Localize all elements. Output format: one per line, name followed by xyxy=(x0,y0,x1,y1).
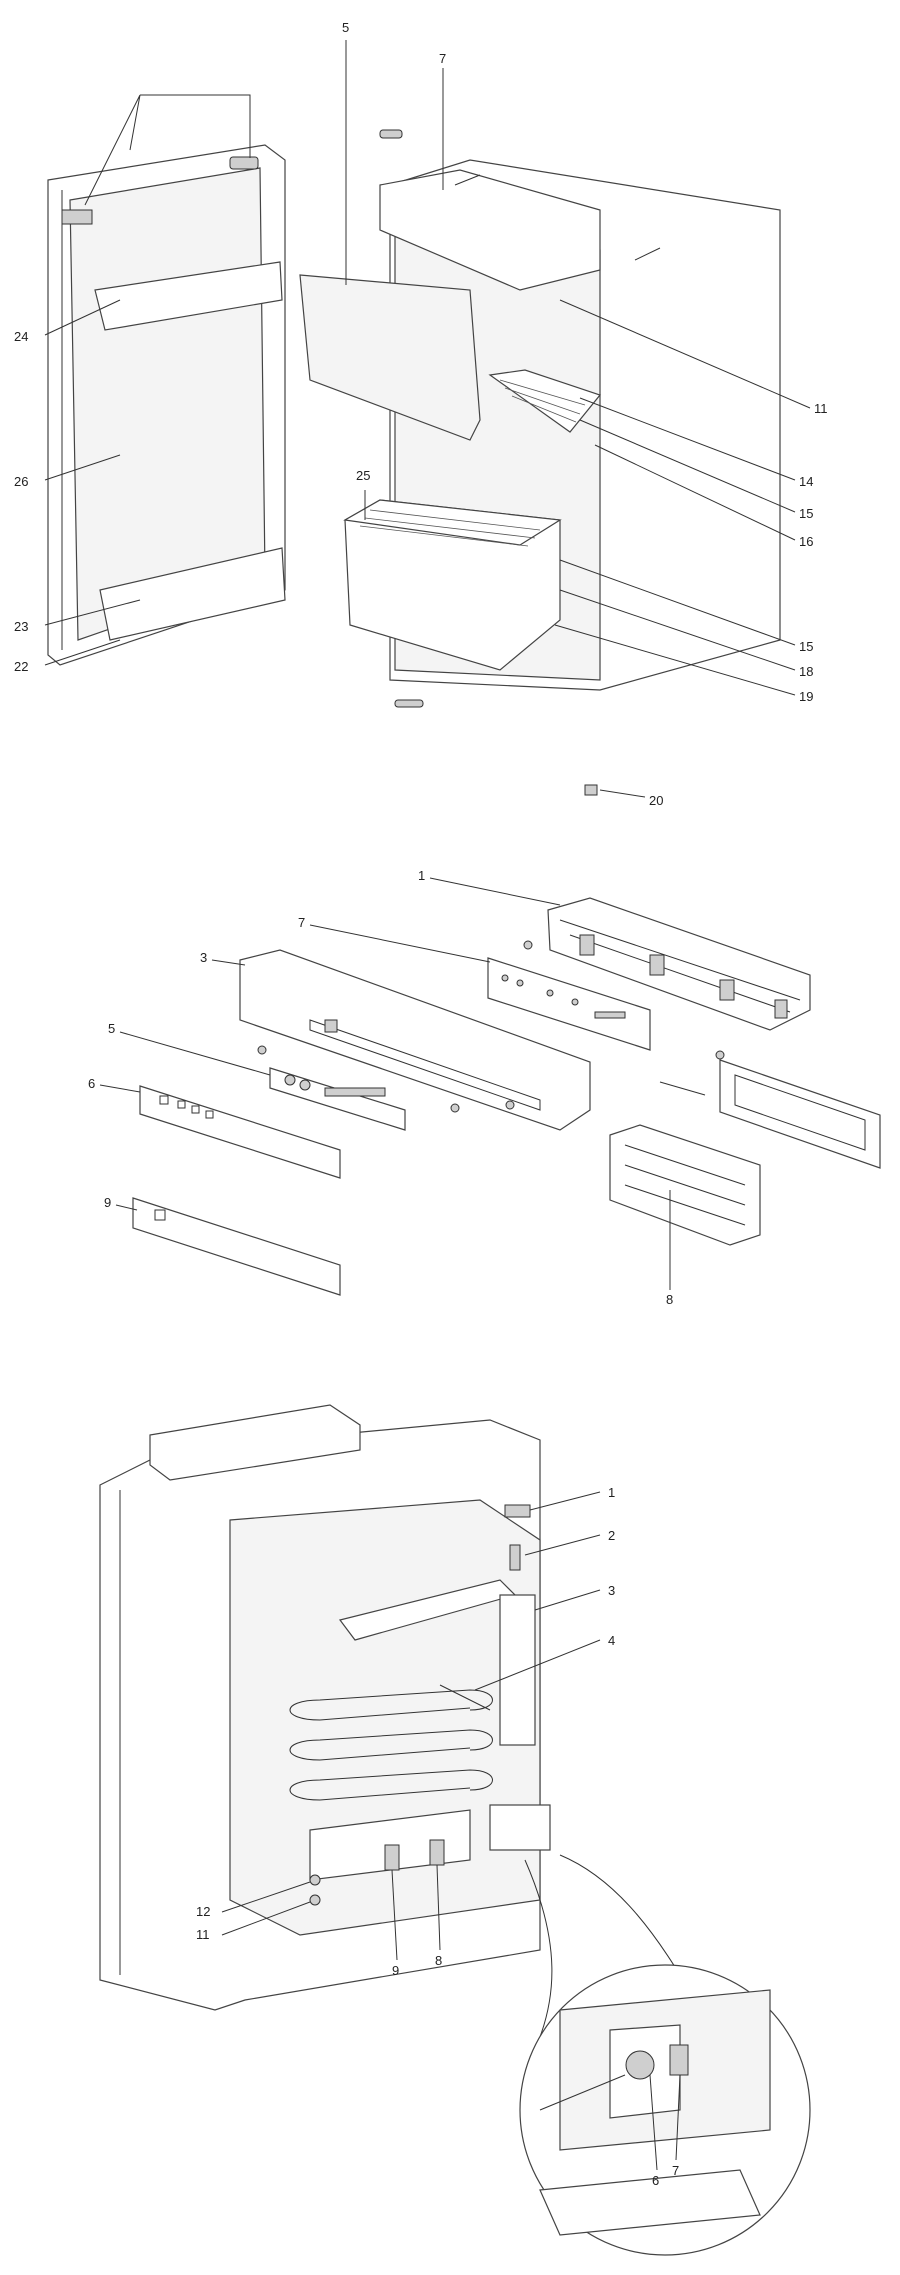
display-bracket xyxy=(719,1059,881,1169)
valve xyxy=(309,1874,321,1886)
switch-panel xyxy=(269,1067,406,1131)
rear-top-frame xyxy=(149,1404,361,1481)
freezer-door xyxy=(299,274,481,441)
callout-label: 24 xyxy=(14,329,28,344)
part-20-screw xyxy=(584,784,598,796)
hinge-pin-top xyxy=(379,129,403,139)
part-2-sensor xyxy=(509,1544,521,1571)
callout-label: 7 xyxy=(439,51,446,66)
hinge-pin-bottom xyxy=(394,699,424,708)
callout-label: 6 xyxy=(652,2173,659,2188)
callout-label: 11 xyxy=(196,1927,210,1942)
wire-shelf-upper xyxy=(488,369,602,433)
part-9-fitting xyxy=(384,1844,400,1871)
callout-label: 4 xyxy=(608,1633,615,1648)
callout-label: 22 xyxy=(14,659,28,674)
callout-label: 20 xyxy=(649,793,663,808)
decal-9 xyxy=(132,1197,341,1296)
detail-magnifier xyxy=(519,1854,811,2256)
callout-label: 3 xyxy=(200,950,207,965)
callout-label: 2 xyxy=(608,1528,615,1543)
callout-label: 9 xyxy=(104,1195,111,1210)
valve xyxy=(309,1894,321,1906)
decal-6 xyxy=(139,1085,341,1179)
freezer-compartment xyxy=(379,169,601,291)
callout-label: 12 xyxy=(196,1904,210,1919)
callout-label: 8 xyxy=(435,1953,442,1968)
part-1-clip xyxy=(504,1504,531,1518)
callout-label: 6 xyxy=(88,1076,95,1091)
diagram-2-control-panel-exploded: 1 7 3 5 6 9 8 xyxy=(88,868,881,1307)
callout-label: 7 xyxy=(672,2163,679,2178)
screw xyxy=(257,1045,267,1055)
callout-label: 26 xyxy=(14,474,28,489)
diagram-1-fridge-exploded: 5 7 24 26 25 23 22 11 14 15 16 15 18 19 … xyxy=(14,20,828,808)
screw xyxy=(450,1103,460,1113)
callout-label: 19 xyxy=(799,689,813,704)
diagram-3-rear-cooling-unit: 1 2 3 4 12 11 9 8 6 7 xyxy=(99,1404,811,2256)
callout-label: 23 xyxy=(14,619,28,634)
callout-label: 14 xyxy=(799,474,813,489)
callout-label: 16 xyxy=(799,534,813,549)
part-8-fitting xyxy=(429,1839,445,1866)
circuit-board xyxy=(487,957,651,1051)
door-hinge-right xyxy=(229,156,259,170)
callout-label: 25 xyxy=(356,468,370,483)
door-shelf-bottom xyxy=(99,547,286,641)
panel-bracket xyxy=(547,897,811,1031)
door-shelf-top xyxy=(94,261,283,331)
callout-label: 11 xyxy=(814,401,828,416)
callout-label: 15 xyxy=(799,506,813,521)
callout-label: 18 xyxy=(799,664,813,679)
callout-label: 5 xyxy=(342,20,349,35)
callout-label: 3 xyxy=(608,1583,615,1598)
door-hinge-left xyxy=(61,209,93,225)
front-cover xyxy=(239,949,591,1131)
callout-label: 8 xyxy=(666,1292,673,1307)
boiler xyxy=(499,1594,536,1746)
callout-label: 5 xyxy=(108,1021,115,1036)
screw xyxy=(715,1050,725,1060)
callout-label: 15 xyxy=(799,639,813,654)
screw xyxy=(523,940,533,950)
vegetable-crisper xyxy=(343,499,562,671)
callout-label: 1 xyxy=(418,868,425,883)
absorber-coils xyxy=(289,1689,493,1801)
callout-label: 9 xyxy=(392,1963,399,1978)
burner-box xyxy=(489,1804,551,1851)
light-housing-8 xyxy=(609,1124,761,1246)
callout-label: 7 xyxy=(298,915,305,930)
callout-label: 1 xyxy=(608,1485,615,1500)
